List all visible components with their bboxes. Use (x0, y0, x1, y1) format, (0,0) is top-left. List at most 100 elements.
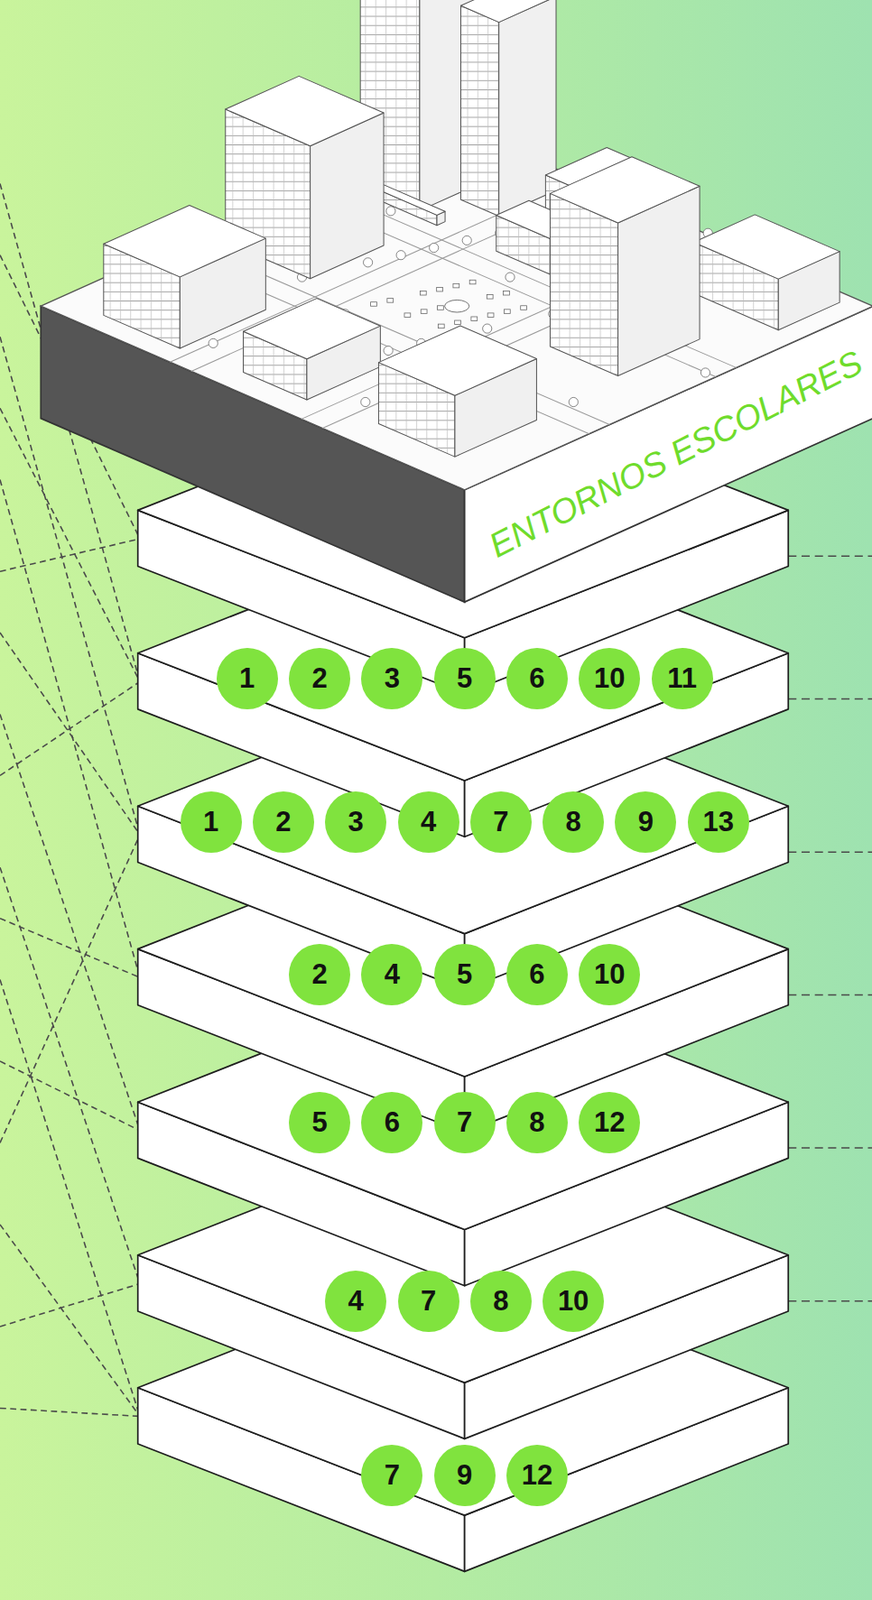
tree (429, 242, 439, 252)
callout-number: 7 (384, 1459, 400, 1493)
callout-number: 4 (348, 1285, 364, 1318)
dashed-leader (0, 867, 140, 1284)
number-circle: 6 (506, 944, 568, 1006)
tree (482, 324, 492, 334)
dashed-leader (788, 1300, 872, 1303)
dashed-leader (0, 681, 140, 776)
number-circle: 7 (470, 791, 532, 854)
number-circle: 11 (651, 648, 714, 710)
callout-number: 8 (492, 1285, 509, 1318)
building (103, 205, 267, 278)
park-element (520, 306, 528, 311)
park-element (387, 298, 394, 304)
number-circle: 10 (578, 648, 641, 710)
callout-number: 11 (667, 662, 697, 696)
tree (396, 250, 406, 260)
tree (383, 345, 393, 355)
number-circle: 10 (542, 1270, 604, 1333)
number-circle: 1 (216, 648, 279, 710)
park-element (503, 290, 511, 296)
callout-number: 13 (703, 806, 734, 839)
dashed-leader (0, 834, 140, 1143)
dashed-leader (0, 538, 140, 572)
tree (386, 206, 396, 216)
dashed-leader (0, 918, 140, 979)
callout-number: 8 (565, 806, 582, 839)
park-element (454, 320, 462, 325)
building (378, 325, 537, 396)
tree (505, 272, 515, 282)
park-element (469, 279, 476, 285)
callout-number: 5 (456, 662, 473, 696)
building (225, 75, 384, 146)
number-circle: 4 (398, 791, 460, 854)
park-element (486, 295, 493, 300)
callout-number: 1 (203, 806, 219, 839)
number-circle: 8 (506, 1092, 568, 1154)
callout-number: 12 (593, 1106, 625, 1140)
park-element (404, 313, 411, 318)
dashed-leader (788, 698, 872, 701)
park-element (371, 302, 378, 307)
callout-number: 2 (275, 806, 291, 839)
callout-number: 1 (239, 662, 255, 696)
building (460, 0, 557, 23)
callout-number: 8 (528, 1106, 545, 1140)
number-circle: 7 (398, 1270, 460, 1333)
number-circle: 8 (470, 1270, 532, 1333)
callout-number: 3 (348, 806, 364, 839)
callout-number: 12 (521, 1459, 553, 1493)
park-element (436, 287, 444, 292)
callout-number: 10 (593, 662, 625, 696)
park-element (503, 309, 511, 315)
tree (700, 368, 710, 378)
dashed-leader (788, 851, 872, 854)
dashed-leader (0, 1408, 140, 1417)
callout-number: 2 (311, 662, 327, 696)
number-circle: 1 (180, 791, 242, 854)
number-circle: 7 (361, 1445, 423, 1507)
park-element (453, 283, 460, 288)
building (549, 193, 618, 376)
callout-number: 6 (528, 662, 545, 696)
tree (462, 235, 472, 245)
number-circle: 7 (434, 1092, 496, 1154)
number-circle: 3 (324, 791, 387, 854)
dashed-leader (0, 479, 140, 978)
callout-number: 4 (384, 958, 400, 992)
tree (208, 338, 218, 348)
number-circle: 4 (324, 1270, 387, 1333)
building (693, 214, 840, 279)
park-element (419, 290, 427, 296)
number-circle: 8 (542, 791, 604, 854)
number-circle: 9 (614, 791, 677, 854)
callout-number: 7 (420, 1285, 436, 1318)
tree (568, 397, 578, 407)
tree (361, 397, 371, 407)
callout-number: 2 (311, 958, 327, 992)
fountain (445, 299, 470, 313)
number-circle: 12 (506, 1445, 568, 1507)
number-circle: 13 (687, 791, 750, 854)
dashed-leader (788, 1147, 872, 1150)
park-element (437, 306, 445, 311)
park-element (487, 313, 494, 318)
building (243, 298, 381, 360)
number-circle: 5 (434, 944, 496, 1006)
park-element (437, 324, 445, 329)
number-circle: 2 (252, 791, 315, 854)
callout-number: 4 (420, 806, 436, 839)
callout-number: 10 (593, 958, 625, 992)
number-circle: 5 (288, 1092, 351, 1154)
dashed-leader (0, 1283, 140, 1327)
callout-number: 5 (311, 1106, 327, 1140)
dashed-leader (0, 1224, 140, 1418)
building (460, 5, 499, 216)
dashed-leader (0, 980, 140, 1418)
park-element (420, 309, 427, 315)
callout-number: 5 (456, 958, 473, 992)
callout-number: 3 (384, 662, 400, 696)
callout-number: 9 (456, 1459, 473, 1493)
number-circle: 9 (434, 1445, 496, 1507)
dashed-leader (0, 714, 140, 1132)
